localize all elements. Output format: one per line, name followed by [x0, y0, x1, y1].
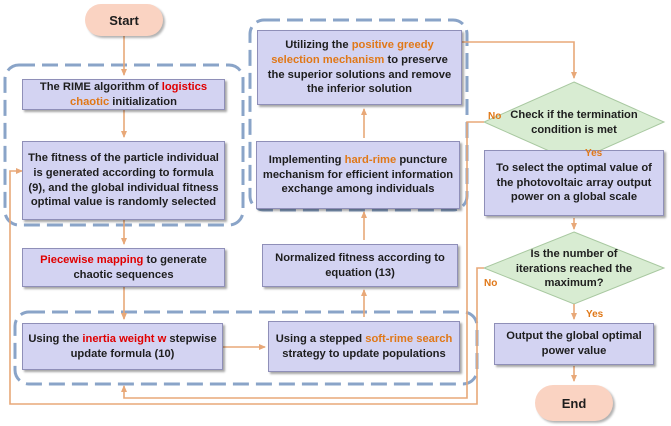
end-terminal: End: [535, 385, 613, 421]
arrow-iterations-no-loop: [9, 168, 484, 405]
rime-init-highlight-logistics: logistics: [161, 80, 208, 93]
iterations-label: Is the number of iterations reached the …: [515, 247, 633, 290]
soft-rime-text-pre: Using a stepped: [275, 332, 366, 345]
normalized-text: Normalized fitness according to equation…: [275, 251, 445, 279]
rime-init-text: The RIME algorithm of: [39, 80, 162, 93]
piecewise-highlight: Piecewise mapping: [40, 253, 144, 266]
hard-rime-highlight: hard-rime: [344, 153, 397, 166]
inertia-box: Using the inertia weight w stepwise upda…: [22, 323, 223, 370]
soft-rime-box: Using a stepped soft-rime search strateg…: [268, 321, 460, 372]
greedy-text-post: to preserve the superior solutions and r…: [267, 53, 452, 96]
normalized-box: Normalized fitness according to equation…: [262, 244, 458, 287]
hard-rime-box: Implementing hard-rime puncture mechanis…: [256, 141, 460, 209]
rime-init-highlight-chaotic: chaotic: [70, 95, 110, 108]
inertia-text-post: stepwise update formula (10): [70, 332, 217, 360]
no-label-iterations: No: [484, 278, 498, 289]
search-highlight: search: [416, 332, 453, 345]
fitness-generate-text: The fitness of the particle individual i…: [28, 151, 219, 209]
piecewise-box: Piecewise mapping to generate chaotic se…: [22, 248, 225, 287]
greedy-text-pre: Utilizing the: [285, 38, 352, 51]
output-text: Output the global optimal power value: [506, 330, 642, 357]
piecewise-text: to generate chaotic sequences: [73, 253, 207, 281]
arrow-check-no-loop: [121, 121, 484, 399]
select-optimal-box: To select the optimal value of the photo…: [484, 150, 664, 216]
select-optimal-text: To select the optimal value of the photo…: [496, 161, 652, 204]
inertia-text-pre: Using the: [28, 332, 83, 345]
check-termination-label: Check if the termination condition is me…: [510, 109, 638, 136]
output-box: Output the global optimal power value: [494, 323, 654, 365]
arrow-greedy-to-check: [462, 41, 577, 79]
yes-label-termination: Yes: [585, 148, 603, 159]
yes-label-iterations: Yes: [586, 309, 604, 320]
rime-init-box: The RIME algorithm of logistics chaotic …: [22, 79, 225, 110]
fitness-generate-box: The fitness of the particle individual i…: [22, 141, 225, 220]
hard-rime-text-post: puncture mechanism for efficient informa…: [262, 153, 454, 196]
group-exchange: [248, 18, 469, 212]
greedy-box: Utilizing the positive greedy selection …: [257, 30, 462, 105]
start-terminal: Start: [85, 4, 163, 36]
selection-mechanism-highlight: selection mechanism: [271, 53, 385, 66]
soft-rime-highlight: soft-rime: [365, 332, 414, 345]
greedy-highlight: positive greedy: [351, 38, 434, 51]
soft-rime-text-post: strategy to update populations: [282, 347, 446, 360]
group-update: [13, 310, 479, 386]
hard-rime-text-pre: Implementing: [268, 153, 345, 166]
inertia-highlight: inertia weight w: [82, 332, 167, 345]
no-label-termination: No: [488, 111, 502, 122]
rime-init-text-post: initialization: [109, 95, 177, 108]
